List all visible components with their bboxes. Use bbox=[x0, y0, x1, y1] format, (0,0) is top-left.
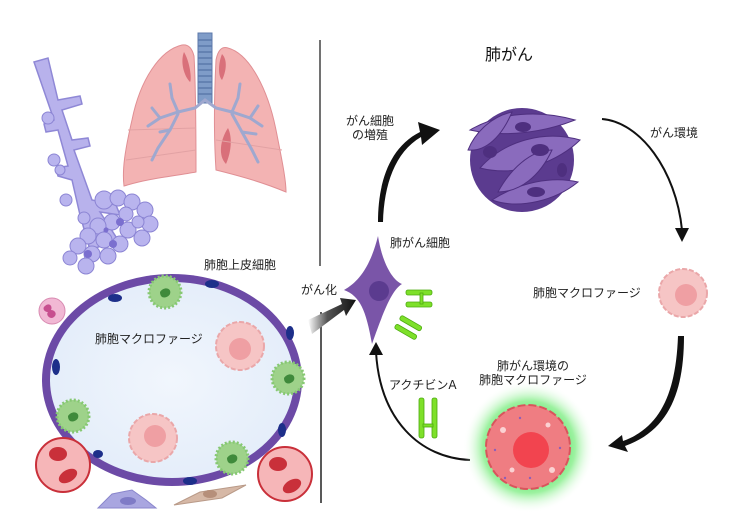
label-activin-a: アクチビンA bbox=[389, 378, 457, 392]
label-proliferation-line2: の増殖 bbox=[351, 128, 388, 142]
activin-a-molecule bbox=[405, 289, 433, 308]
bronchiole-illustration bbox=[33, 57, 159, 275]
tumor-associated-macrophage bbox=[463, 381, 595, 513]
lung-cancer-cell bbox=[344, 236, 402, 344]
label-tumor-macrophage: 肺がん環境の 肺胞マクロファージ bbox=[478, 359, 588, 387]
alveolar-macrophage-cell bbox=[128, 413, 178, 463]
label-proliferation: がん細胞 の増殖 bbox=[340, 114, 400, 142]
activin-feedback-arrowhead bbox=[369, 342, 383, 355]
label-tumor-macrophage-line2: 肺胞マクロファージ bbox=[479, 373, 587, 387]
activin-a-molecule bbox=[418, 397, 438, 439]
proliferation-arrow bbox=[378, 122, 440, 222]
fibroblast-nucleus bbox=[120, 497, 136, 505]
label-alveolar-epithelial-cells: 肺胞上皮細胞 bbox=[204, 258, 277, 272]
label-lung-cancer-cell: 肺がん細胞 bbox=[390, 236, 451, 250]
fibroblast-nucleus bbox=[203, 490, 217, 498]
type2-cell bbox=[214, 440, 250, 476]
label-cancer-environment: がん環境 bbox=[650, 126, 699, 140]
activin-feedback-arrow bbox=[375, 351, 471, 461]
neutrophil-cell bbox=[38, 297, 66, 325]
macrophage-transformation-arrow bbox=[608, 336, 684, 452]
type2-cell bbox=[55, 398, 91, 434]
capillary-red-blood-cells bbox=[257, 446, 313, 502]
cancer-environment-arrowhead bbox=[675, 228, 689, 242]
activin-a-molecule bbox=[394, 315, 423, 340]
lung-cancer-tumor bbox=[467, 108, 581, 212]
lungs-illustration bbox=[122, 32, 287, 193]
alveolar-macrophage-cell bbox=[215, 321, 265, 371]
cancer-environment-arrow bbox=[601, 118, 683, 231]
type2-cell bbox=[147, 274, 183, 310]
label-alveolar-macrophage-left: 肺胞マクロファージ bbox=[95, 332, 203, 346]
figure-title: 肺がん bbox=[485, 45, 534, 64]
type2-cell bbox=[270, 360, 306, 396]
label-canceration: がん化 bbox=[301, 283, 338, 297]
label-alveolar-macrophage-right: 肺胞マクロファージ bbox=[533, 286, 641, 300]
label-tumor-macrophage-line1: 肺がん環境の bbox=[496, 359, 569, 373]
capillary-red-blood-cells bbox=[35, 437, 91, 493]
canceration-arrow bbox=[308, 298, 356, 334]
label-proliferation-line1: がん細胞 bbox=[345, 114, 394, 128]
alveolar-macrophage-cell bbox=[658, 268, 708, 318]
